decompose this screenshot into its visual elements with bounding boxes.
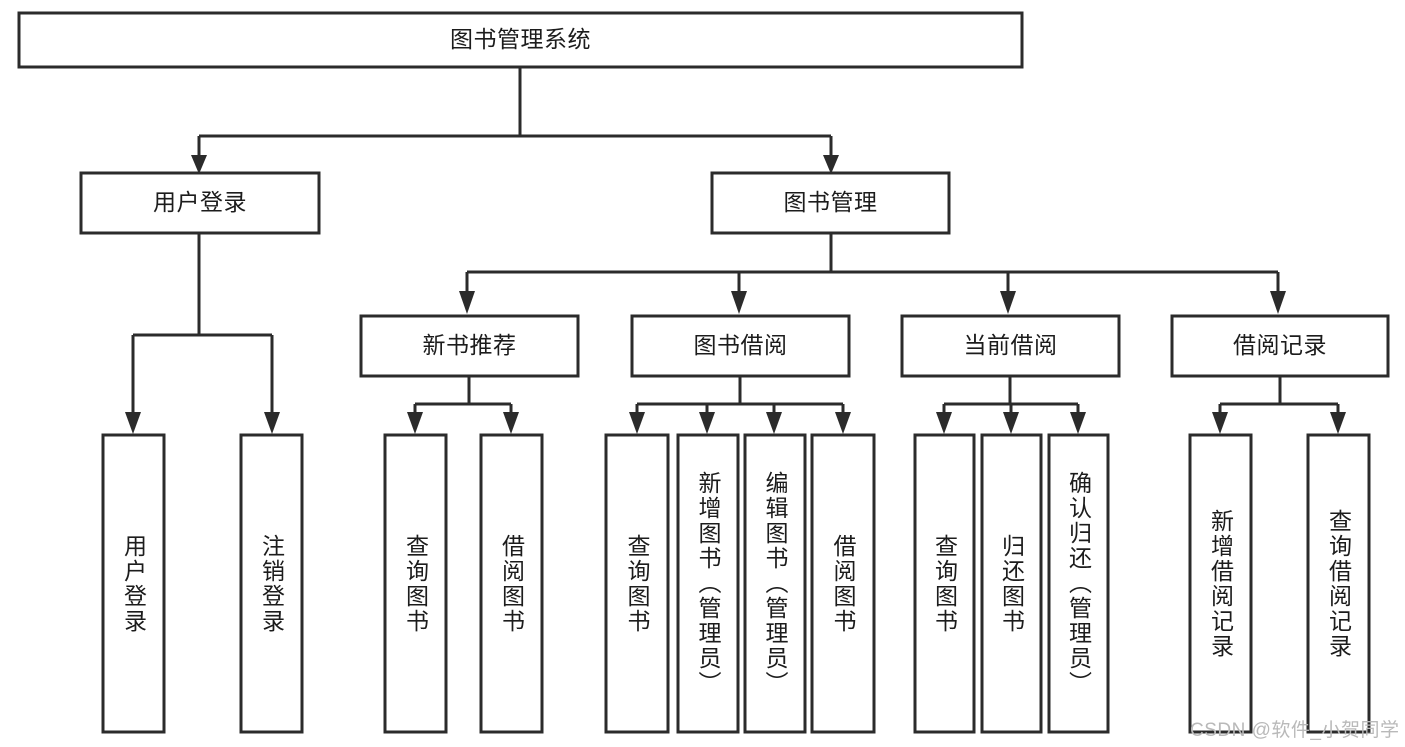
node-leaf-return-book[interactable] [980,433,1043,734]
arrow-head-leaf-borrow-book-1 [503,412,519,434]
node-leaf-borrow-book-2[interactable] [810,433,876,734]
arrow-head-leaf-confirm-return [1070,412,1086,434]
arrow-head-leaf-edit-book [766,412,782,434]
connectors-layer [125,67,1346,434]
arrow-head-leaf-user-login [125,412,141,434]
node-leaf-add-book[interactable] [676,433,740,734]
node-leaf-borrow-book-1[interactable] [479,433,544,734]
arrow-head-leaf-logout [264,412,280,434]
nodes-layer [17,11,1390,734]
node-leaf-add-record[interactable] [1188,433,1253,734]
node-leaf-query-record[interactable] [1306,433,1371,734]
arrow-head-leaf-borrow-book-2 [835,412,851,434]
arrow-head-leaf-add-book [699,412,715,434]
arrow-head-leaf-query-book-3 [936,412,952,434]
node-borrow-record[interactable] [1170,314,1390,378]
arrow-head-borrow-record [1270,291,1286,314]
arrow-head-book-borrow [731,291,747,314]
arrow-head-book-manage [823,155,839,174]
node-leaf-logout[interactable] [239,433,304,734]
node-root[interactable] [17,11,1024,69]
node-book-borrow[interactable] [630,314,851,378]
arrow-head-leaf-add-record [1212,412,1228,434]
node-current-borrow[interactable] [900,314,1121,378]
arrow-head-user-login [191,155,207,174]
node-leaf-edit-book[interactable] [743,433,807,734]
node-book-manage[interactable] [710,171,951,235]
node-leaf-query-book-3[interactable] [913,433,976,734]
node-leaf-confirm-return[interactable] [1047,433,1110,734]
node-leaf-query-book-2[interactable] [604,433,670,734]
arrow-head-new-book-rec [459,291,475,314]
node-leaf-user-login[interactable] [101,433,166,734]
arrow-head-leaf-query-record [1330,412,1346,434]
node-new-book-rec[interactable] [359,314,580,378]
arrow-head-leaf-query-book-2 [629,412,645,434]
arrow-head-leaf-return-book [1003,412,1019,434]
arrow-head-leaf-query-book-1 [407,412,423,434]
arrow-head-current-borrow [1000,291,1016,314]
node-user-login[interactable] [79,171,321,235]
node-leaf-query-book-1[interactable] [383,433,448,734]
